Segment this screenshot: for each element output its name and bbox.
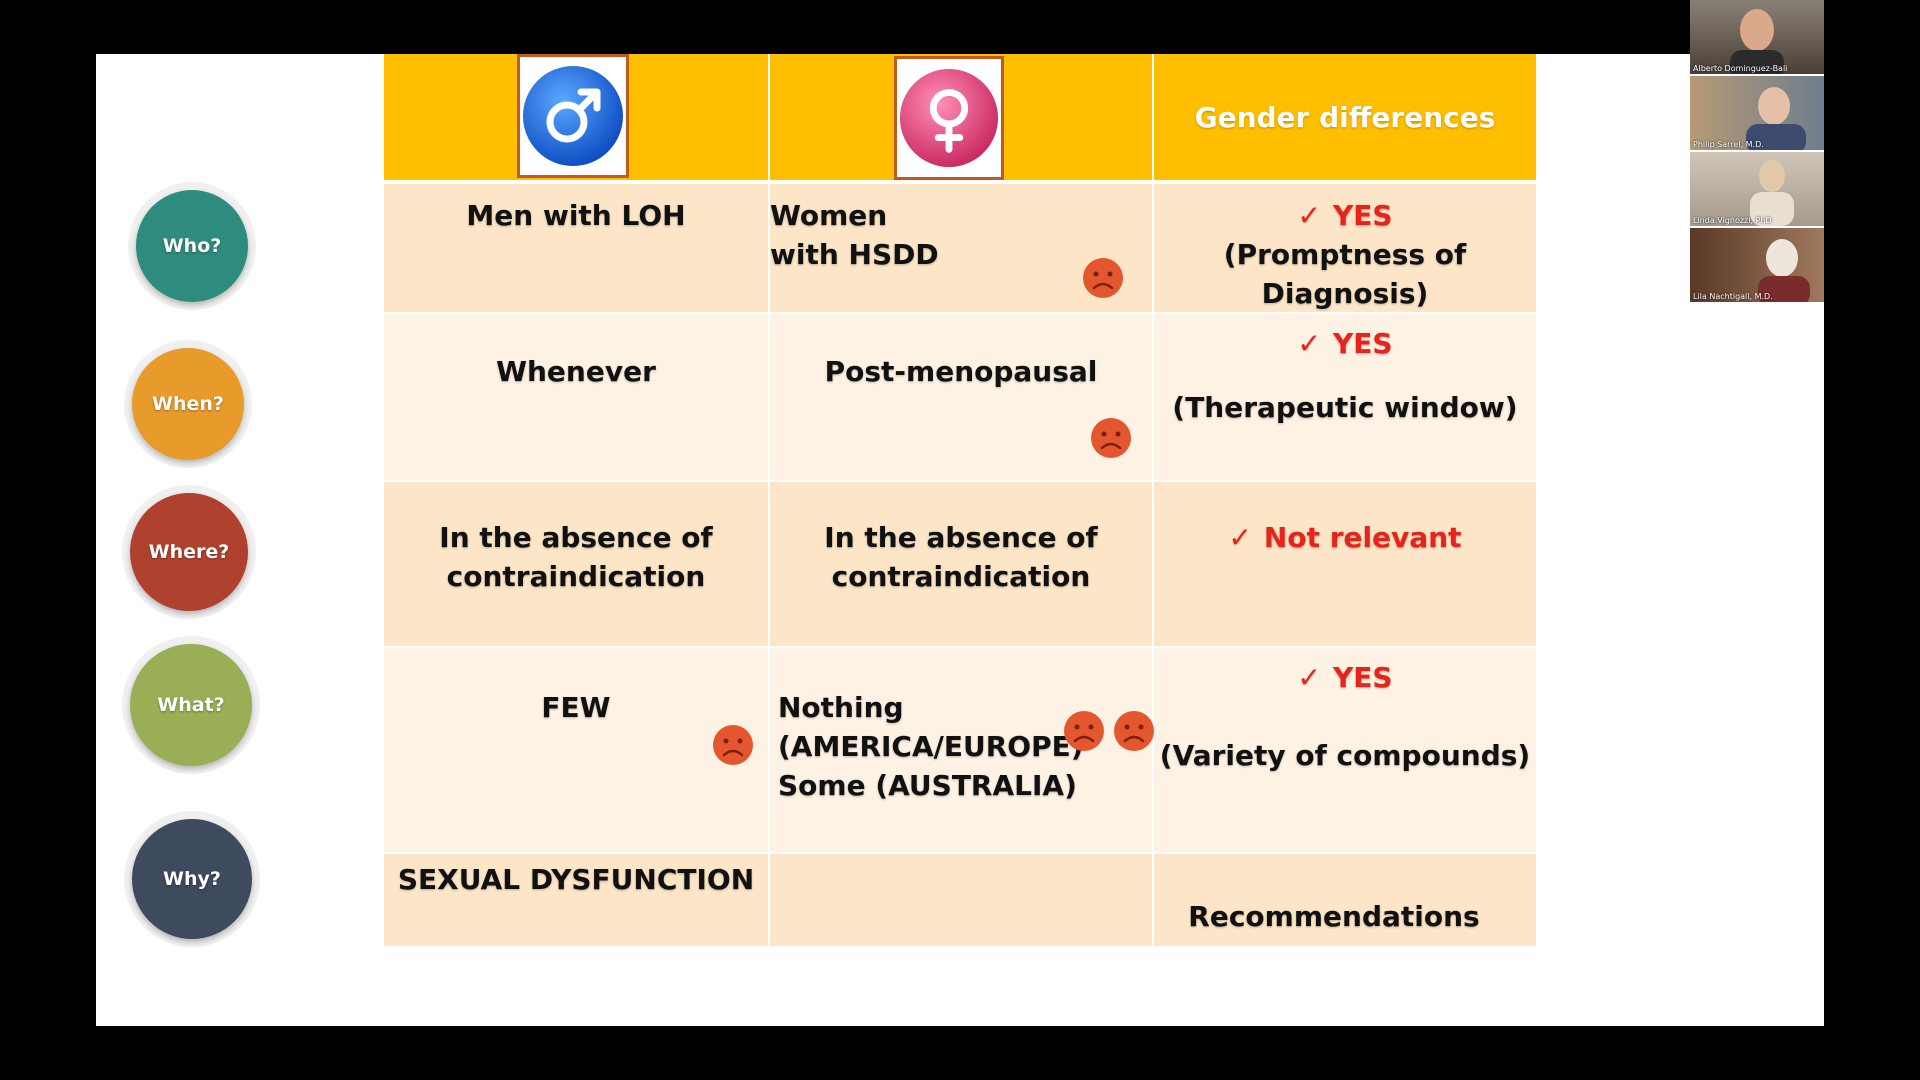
who-diff-yes: YES: [1332, 199, 1393, 232]
female-icon-box: [894, 56, 1004, 180]
what-men-cell: FEW: [384, 648, 768, 852]
presentation-slide: Who? When? Where? What? Why? Gender diff…: [96, 54, 1824, 1026]
where-diff-text: Not relevant: [1263, 521, 1462, 554]
sad-face-icon: [1064, 711, 1104, 751]
check-icon: ✓: [1297, 327, 1321, 360]
who-diff-note: (Promptness of Diagnosis): [1223, 238, 1467, 310]
person-silhouette-icon: [1730, 9, 1784, 74]
participant-name: Philip Sarrel, M.D.: [1693, 140, 1764, 149]
where-diff-cell: ✓ Not relevant: [1154, 482, 1536, 646]
participant-name: Lila Nachtigall, M.D.: [1693, 292, 1773, 301]
check-icon: ✓: [1228, 521, 1252, 554]
participant-name: Linda Vignozzi, PhD: [1693, 216, 1772, 225]
what-diff-cell: ✓ YES (Variety of compounds): [1154, 648, 1536, 852]
when-diff-yes: YES: [1332, 327, 1393, 360]
why-label: Why?: [163, 868, 221, 890]
why-women-cell: [770, 854, 1152, 946]
what-diff-note: (Variety of compounds): [1159, 739, 1531, 772]
who-diff-cell: ✓ YES (Promptness of Diagnosis): [1154, 184, 1536, 312]
participant-video[interactable]: Linda Vignozzi, PhD: [1690, 152, 1824, 226]
sad-face-icon: [1091, 418, 1131, 458]
why-circle: Why?: [132, 819, 252, 939]
when-women-cell: Post-menopausal: [770, 314, 1152, 480]
when-circle: When?: [132, 348, 244, 460]
where-label: Where?: [148, 541, 230, 563]
when-men-cell: Whenever: [384, 314, 768, 480]
male-icon-box: [517, 54, 629, 178]
participant-video[interactable]: Alberto Dominguez-Bali: [1690, 0, 1824, 74]
person-silhouette-icon: [1750, 160, 1794, 226]
person-silhouette-icon: [1746, 87, 1806, 150]
why-men-cell: SEXUAL DYSFUNCTION: [384, 854, 768, 946]
header-gender-differences: Gender differences: [1154, 54, 1536, 180]
check-icon: ✓: [1297, 661, 1321, 694]
who-men-cell: Men with LOH: [384, 184, 768, 312]
when-diff-note: (Therapeutic window): [1172, 391, 1518, 424]
check-icon: ✓: [1297, 199, 1321, 232]
participant-name: Alberto Dominguez-Bali: [1693, 64, 1788, 73]
who-label: Who?: [162, 235, 222, 257]
female-symbol-icon: [899, 68, 999, 168]
what-label: What?: [157, 694, 225, 716]
sad-face-icon: [1114, 711, 1154, 751]
who-circle: Who?: [136, 190, 248, 302]
what-circle: What?: [130, 644, 252, 766]
male-symbol-icon: [523, 66, 623, 166]
sad-face-icon: [1083, 258, 1123, 298]
where-circle: Where?: [130, 493, 248, 611]
participant-video[interactable]: Philip Sarrel, M.D.: [1690, 76, 1824, 150]
sad-face-icon: [713, 725, 753, 765]
why-diff-cell: Recommendations: [1154, 854, 1536, 946]
participant-video[interactable]: Lila Nachtigall, M.D.: [1690, 228, 1824, 302]
when-diff-cell: ✓ YES (Therapeutic window): [1154, 314, 1536, 480]
person-silhouette-icon: [1758, 239, 1810, 302]
when-label: When?: [152, 393, 224, 415]
what-diff-yes: YES: [1332, 661, 1393, 694]
where-women-cell: In the absence of contraindication: [770, 482, 1152, 646]
where-men-cell: In the absence of contraindication: [384, 482, 768, 646]
